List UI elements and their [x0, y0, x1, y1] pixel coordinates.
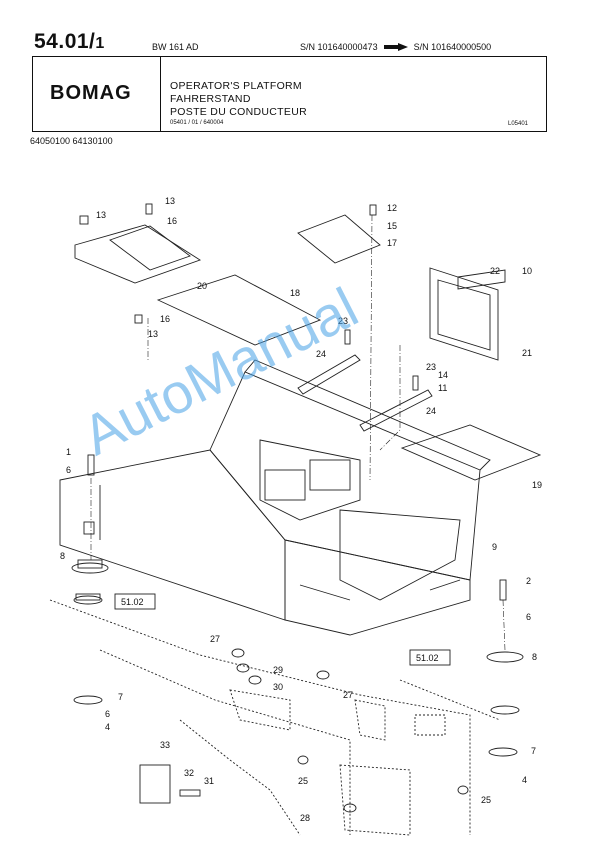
callout-6c: 6: [526, 612, 531, 622]
callout-29: 29: [273, 665, 283, 675]
callout-13: 13: [165, 196, 175, 206]
arrow-right-icon: [383, 43, 408, 51]
strips: [297, 354, 433, 432]
callout-32: 32: [184, 768, 194, 778]
callout-16: 16: [167, 216, 177, 226]
callout-8: 8: [60, 551, 65, 561]
callout-25: 25: [298, 776, 308, 786]
reference-code: 05401 / 01 / 640004: [170, 120, 224, 126]
callout-24b: 24: [426, 406, 436, 416]
callout-33: 33: [160, 740, 170, 750]
svg-text:51.02: 51.02: [121, 597, 144, 607]
exploded-parts-diagram: 51.02 51.02 1 2 4 4 6 6 6 7 7 8 8 9 10 1…: [49, 196, 542, 836]
callout-24: 24: [316, 349, 326, 359]
callout-6b: 6: [105, 709, 110, 719]
rubber-mounts: [71, 559, 524, 757]
callout-13c: 13: [148, 329, 158, 339]
callout-13b: 13: [96, 210, 106, 220]
callout-7b: 7: [531, 746, 536, 756]
bumpers: [139, 648, 469, 813]
callout-25b: 25: [481, 795, 491, 805]
callout-1: 1: [66, 447, 71, 457]
lower-chassis: [49, 599, 501, 836]
callout-6: 6: [66, 465, 71, 475]
callout-27: 27: [210, 634, 220, 644]
title-en: OPERATOR'S PLATFORM: [170, 80, 302, 92]
platform-frame: [59, 359, 491, 636]
title-fr: POSTE DU CONDUCTEUR: [170, 106, 307, 118]
callout-21: 21: [522, 348, 532, 358]
cover-panels: [74, 214, 542, 481]
callout-15: 15: [387, 221, 397, 231]
part-codes: 64050100 64130100: [30, 136, 113, 146]
page-number: 54.01/1: [34, 30, 105, 53]
title-de: FAHRERSTAND: [170, 93, 251, 105]
callout-20: 20: [197, 281, 207, 291]
callout-9: 9: [492, 542, 497, 552]
callout-16b: 16: [160, 314, 170, 324]
callout-12: 12: [387, 203, 397, 213]
callout-23b: 23: [426, 362, 436, 372]
model-label: BW 161 AD: [152, 42, 199, 52]
svg-text:51.02: 51.02: [416, 653, 439, 663]
callout-4: 4: [105, 722, 110, 732]
callout-22: 22: [490, 266, 500, 276]
callout-14: 14: [438, 370, 448, 380]
bomag-logo: BOMAG: [50, 82, 132, 104]
serial-range: S/N 101640000473 S/N 101640000500: [300, 42, 491, 52]
leader-lines: [90, 214, 506, 651]
callout-10: 10: [522, 266, 532, 276]
title-block-divider: [160, 56, 161, 132]
section-ref-left: 51.02: [114, 593, 156, 610]
callout-17: 17: [387, 238, 397, 248]
callout-30: 30: [273, 682, 283, 692]
callout-27b: 27: [343, 690, 353, 700]
title-block: [32, 56, 547, 132]
serial-to: S/N 101640000500: [413, 42, 492, 52]
callout-2: 2: [526, 576, 531, 586]
callout-23: 23: [338, 316, 348, 326]
callout-11: 11: [438, 383, 447, 393]
callout-31: 31: [204, 776, 214, 786]
section-ref-right: 51.02: [409, 649, 451, 666]
fasteners: [79, 203, 507, 601]
callout-28: 28: [300, 813, 310, 823]
serial-from: S/N 101640000473: [300, 42, 378, 52]
drawing-code: L05401: [508, 121, 529, 127]
callout-7: 7: [118, 692, 123, 702]
callout-19: 19: [532, 480, 542, 490]
callout-8b: 8: [532, 652, 537, 662]
callout-18: 18: [290, 288, 300, 298]
callout-4b: 4: [522, 775, 527, 785]
